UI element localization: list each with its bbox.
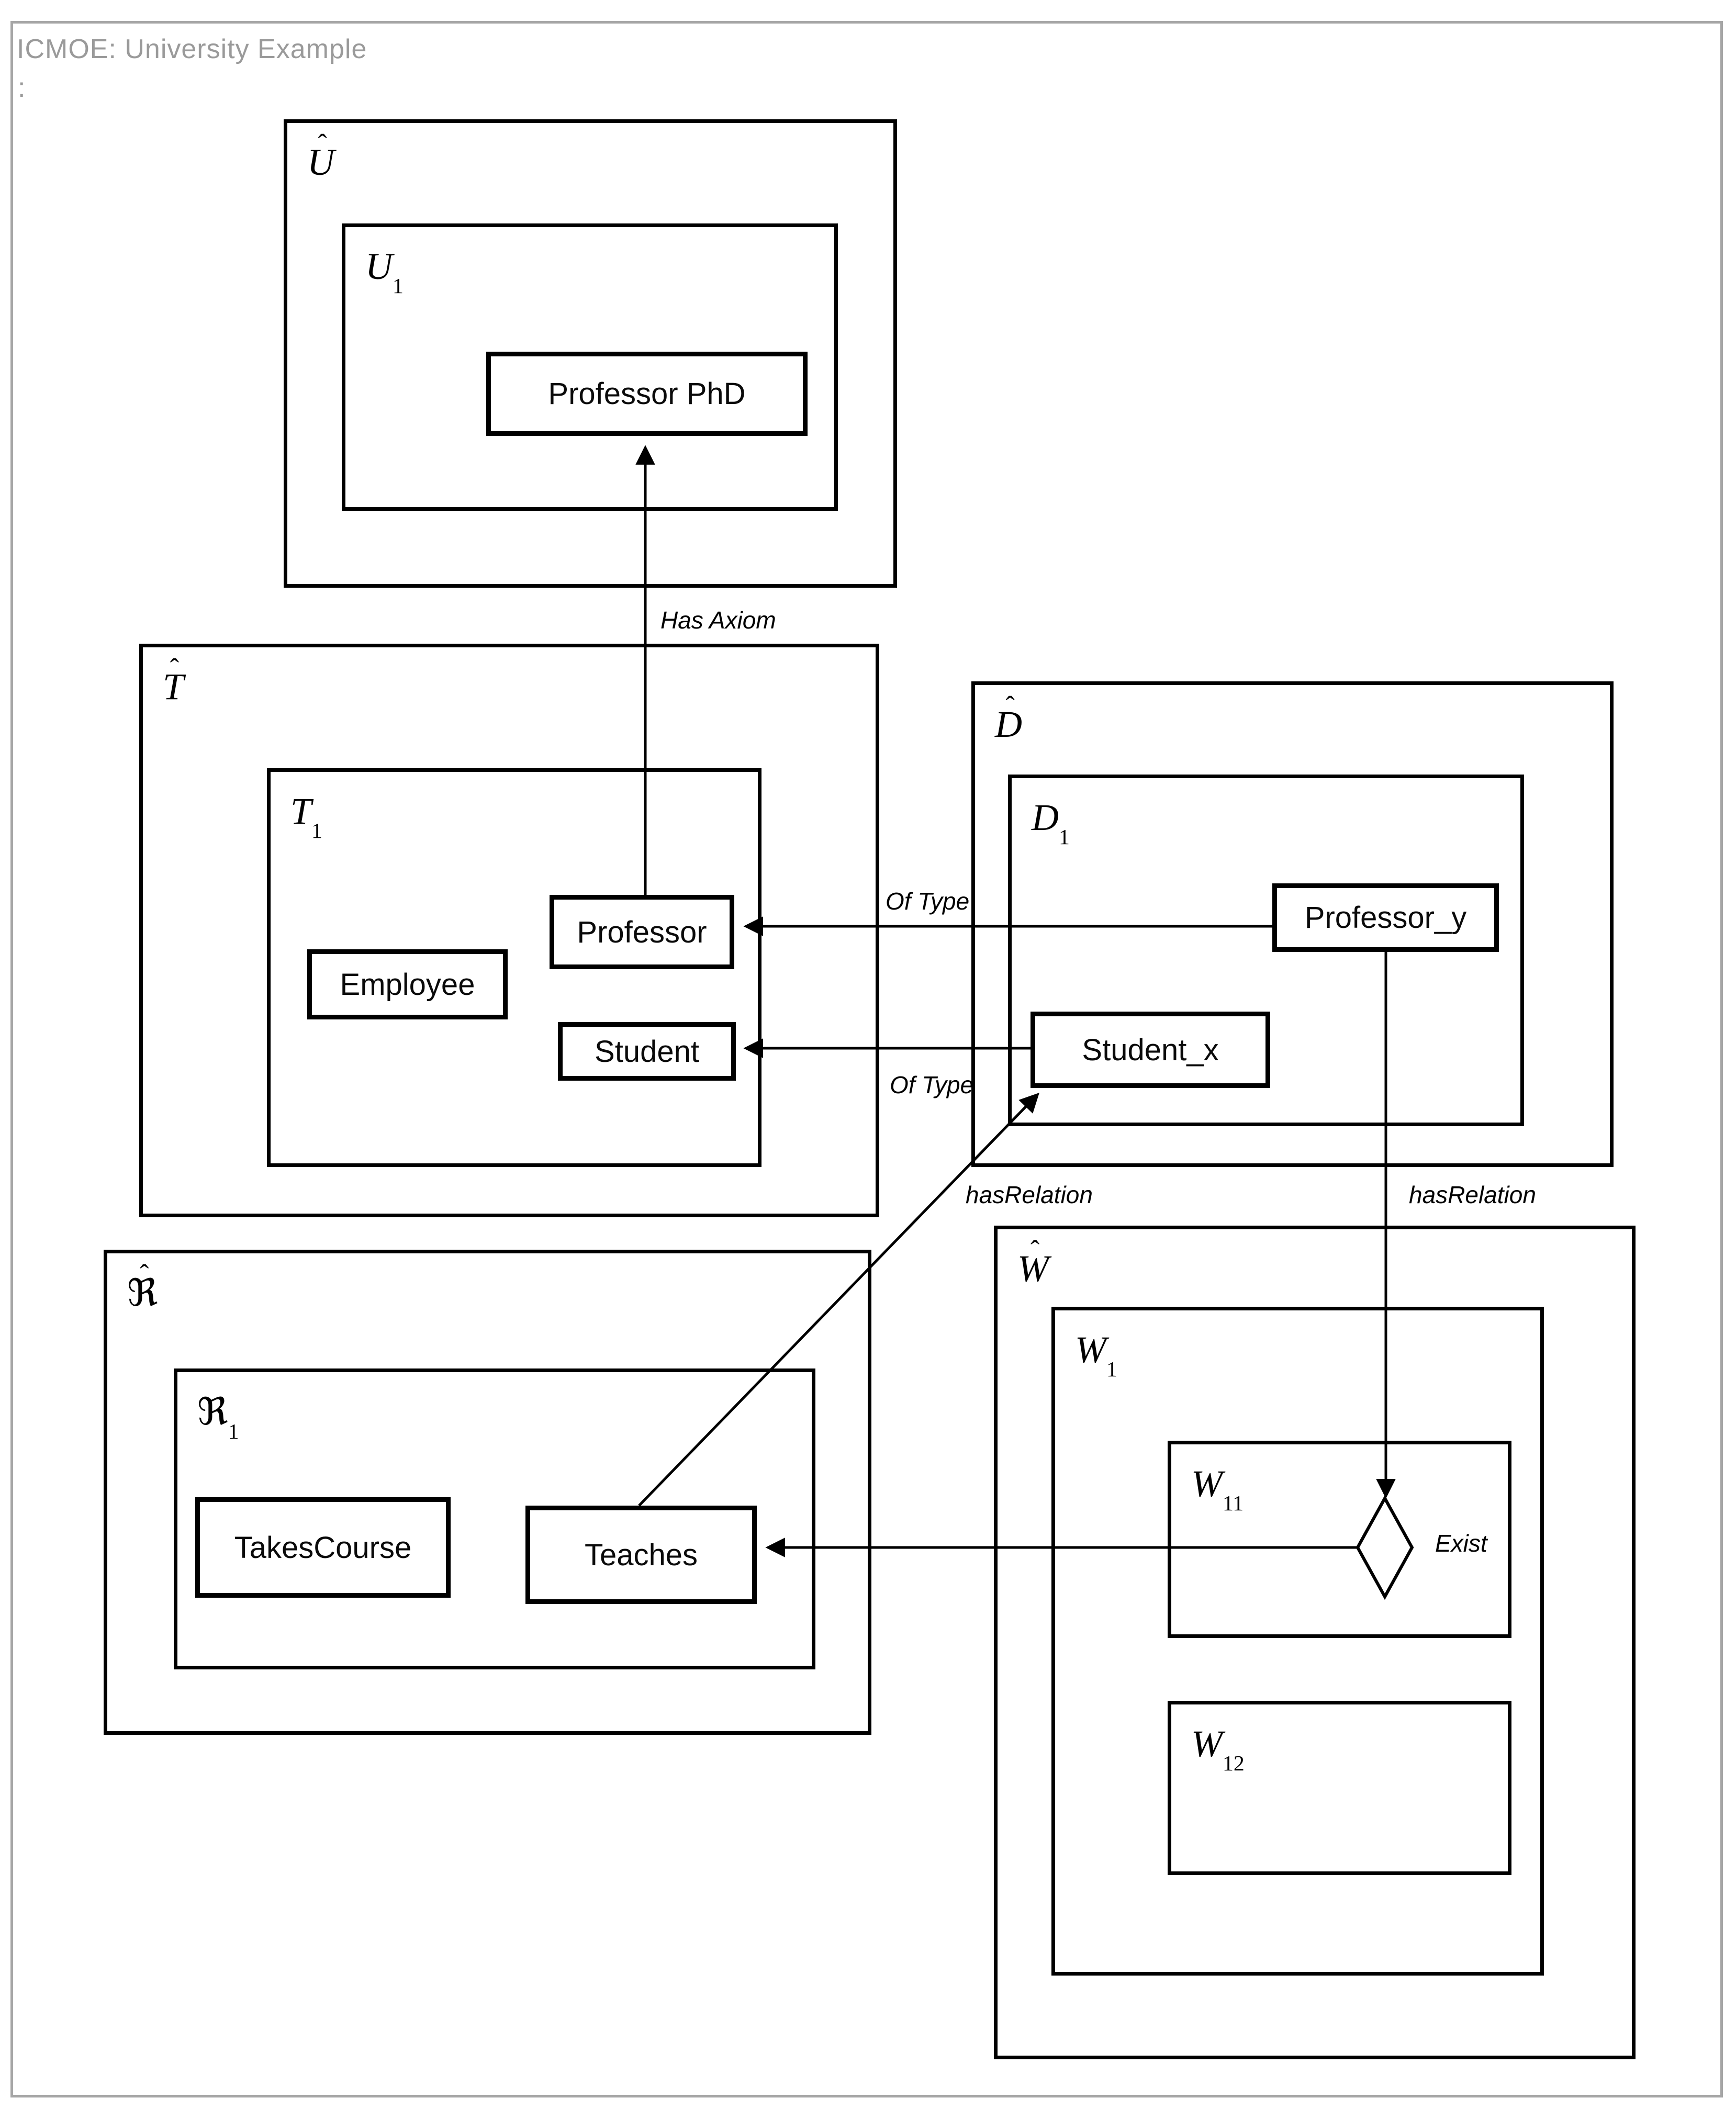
subscript: 1 [1059, 825, 1070, 850]
student-x-box: Student_x [1031, 1012, 1270, 1088]
set-W1-box: W1 [1051, 1307, 1544, 1976]
teaches-box: Teaches [525, 1506, 757, 1604]
fraktur-letter: ℜ [197, 1389, 228, 1433]
professor-y-box: Professor_y [1272, 883, 1499, 952]
label-U1: U1 [365, 245, 404, 297]
student-box: Student [558, 1022, 736, 1081]
letter: U [307, 141, 334, 183]
label-W12: W12 [1191, 1723, 1245, 1775]
subscript: 12 [1222, 1752, 1245, 1776]
circumflex-accent: ˆ [1030, 1236, 1040, 1266]
student-label: Student [595, 1034, 699, 1069]
letter: D [995, 703, 1022, 745]
has-axiom-edge-label: Has Axiom [660, 607, 776, 634]
circumflex-accent: ˆ [318, 129, 327, 160]
subscript: 11 [1222, 1491, 1244, 1516]
figure-title: ICMOE: University Example [17, 34, 367, 64]
set-W12-box: W12 [1168, 1701, 1511, 1875]
set-W11-box: W11 [1168, 1441, 1511, 1638]
professor-phd-box: Professor PhD [486, 352, 808, 436]
subscript: 1 [311, 819, 322, 844]
label-R1: ℜ1 [197, 1389, 239, 1443]
label-T1: T1 [290, 790, 322, 842]
circumflex-accent: ˆ [1005, 691, 1015, 722]
exist-node-label: Exist [1435, 1530, 1487, 1557]
subscript: 1 [393, 274, 404, 299]
of-type-edge-label-student: Of Type [890, 1071, 974, 1098]
has-relation-edge-label-right: hasRelation [1409, 1181, 1536, 1208]
label-W1: W1 [1075, 1329, 1117, 1381]
employee-box: Employee [307, 949, 508, 1019]
professor-box: Professor [550, 895, 734, 969]
circumflex-accent: ˆ [170, 654, 180, 684]
professor-phd-label: Professor PhD [548, 377, 746, 411]
letter: T [290, 790, 312, 832]
takescourse-label: TakesCourse [234, 1530, 412, 1565]
professor-y-label: Professor_y [1304, 901, 1467, 935]
teaches-label: Teaches [584, 1538, 698, 1572]
letter: D [1032, 797, 1059, 838]
label-W11: W11 [1191, 1463, 1244, 1515]
takescourse-box: TakesCourse [195, 1497, 451, 1598]
letter: W [1075, 1329, 1106, 1371]
letter: W [1191, 1723, 1223, 1765]
subscript: 1 [228, 1420, 239, 1444]
fraktur-letter: ℜ [127, 1271, 158, 1315]
of-type-edge-label-professor: Of Type [886, 888, 970, 915]
student-x-label: Student_x [1082, 1033, 1219, 1067]
letter: T [163, 666, 184, 708]
figure-subtitle-colon: : [18, 73, 26, 103]
subscript: 1 [1106, 1358, 1117, 1382]
label-D1: D1 [1032, 797, 1070, 848]
has-relation-edge-label-left: hasRelation [966, 1181, 1093, 1208]
circumflex-accent: ˆ [140, 1260, 149, 1290]
letter: W [1191, 1463, 1223, 1505]
employee-label: Employee [340, 967, 475, 1002]
figure-border [10, 21, 1723, 2097]
letter: U [365, 245, 393, 287]
professor-label: Professor [577, 915, 707, 949]
